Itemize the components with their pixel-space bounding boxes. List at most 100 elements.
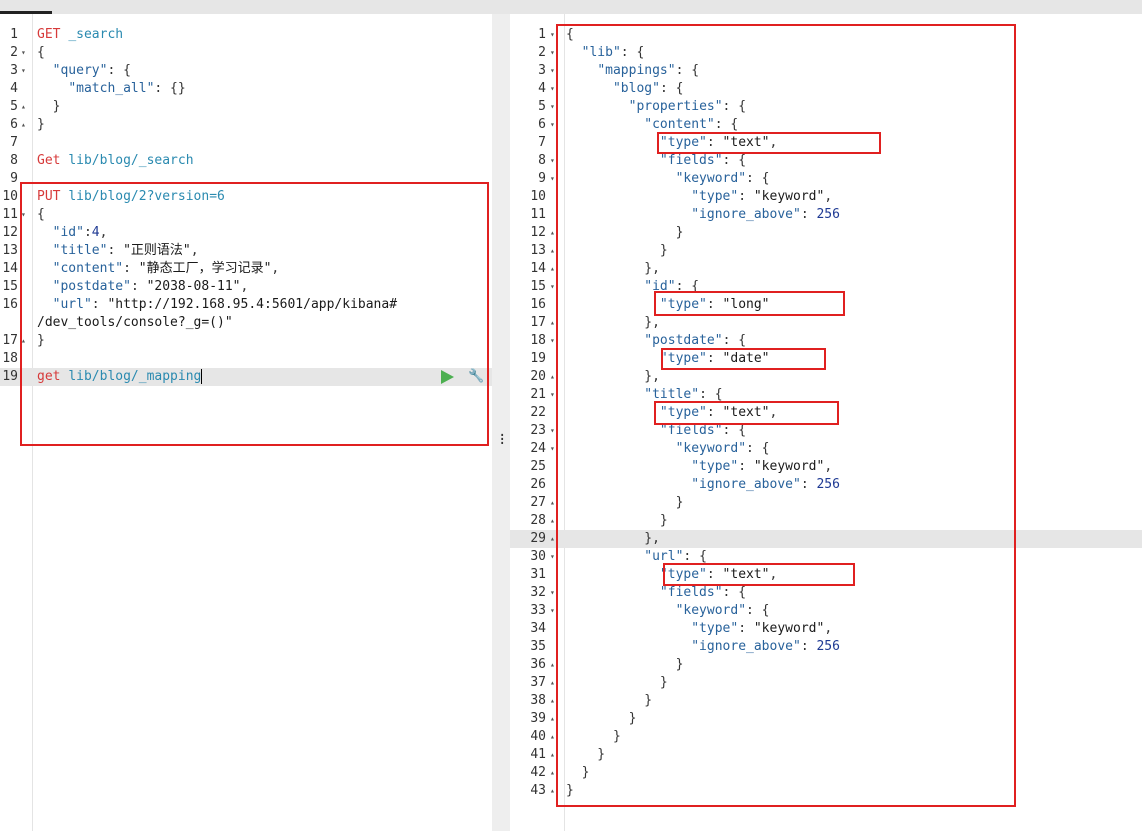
fold-arrow-up-icon[interactable]: ▴ [21, 102, 26, 111]
fold-arrow-down-icon[interactable]: ▾ [550, 84, 555, 93]
fold-arrow-up-icon[interactable]: ▴ [550, 246, 555, 255]
fold-arrow-up-icon[interactable]: ▴ [550, 750, 555, 759]
code-line[interactable]: 7 "type": "text", [510, 134, 1142, 152]
code-line[interactable]: 1▾{ [510, 26, 1142, 44]
code-line[interactable]: 41▴ } [510, 746, 1142, 764]
code-line[interactable]: 13 "title": "正则语法", [0, 242, 492, 260]
fold-arrow-down-icon[interactable]: ▾ [21, 210, 26, 219]
fold-arrow-down-icon[interactable]: ▾ [21, 66, 26, 75]
code-line[interactable]: 8▾ "fields": { [510, 152, 1142, 170]
code-line[interactable]: 30▾ "url": { [510, 548, 1142, 566]
fold-arrow-down-icon[interactable]: ▾ [550, 444, 555, 453]
code-line[interactable]: 32▾ "fields": { [510, 584, 1142, 602]
code-line[interactable]: 4 "match_all": {} [0, 80, 492, 98]
fold-arrow-up-icon[interactable]: ▴ [550, 732, 555, 741]
code-line[interactable]: 24▾ "keyword": { [510, 440, 1142, 458]
fold-arrow-down-icon[interactable]: ▾ [550, 336, 555, 345]
code-line[interactable]: 21▾ "title": { [510, 386, 1142, 404]
code-line[interactable]: 10 "type": "keyword", [510, 188, 1142, 206]
code-line[interactable]: 4▾ "blog": { [510, 80, 1142, 98]
code-line[interactable]: 17▴} [0, 332, 492, 350]
play-icon[interactable] [441, 370, 454, 384]
fold-arrow-down-icon[interactable]: ▾ [21, 48, 26, 57]
code-line[interactable]: 15▾ "id": { [510, 278, 1142, 296]
code-line[interactable]: 11▾{ [0, 206, 492, 224]
code-line[interactable]: 15 "postdate": "2038-08-11", [0, 278, 492, 296]
code-line[interactable]: 31 "type": "text", [510, 566, 1142, 584]
code-line[interactable]: 22 "type": "text", [510, 404, 1142, 422]
code-line[interactable]: 36▴ } [510, 656, 1142, 674]
pane-splitter[interactable]: ··· [492, 14, 510, 831]
code-line[interactable]: 16 "url": "http://192.168.95.4:5601/app/… [0, 296, 492, 332]
fold-arrow-down-icon[interactable]: ▾ [550, 552, 555, 561]
code-line[interactable]: 25 "type": "keyword", [510, 458, 1142, 476]
fold-arrow-down-icon[interactable]: ▾ [550, 30, 555, 39]
fold-arrow-down-icon[interactable]: ▾ [550, 426, 555, 435]
code-line[interactable]: 9 [0, 170, 492, 188]
fold-arrow-up-icon[interactable]: ▴ [550, 534, 555, 543]
code-line[interactable]: 37▴ } [510, 674, 1142, 692]
fold-arrow-up-icon[interactable]: ▴ [21, 120, 26, 129]
code-line[interactable]: 26 "ignore_above": 256 [510, 476, 1142, 494]
fold-arrow-down-icon[interactable]: ▾ [550, 48, 555, 57]
fold-arrow-up-icon[interactable]: ▴ [550, 768, 555, 777]
fold-arrow-up-icon[interactable]: ▴ [550, 786, 555, 795]
code-line[interactable]: 38▴ } [510, 692, 1142, 710]
code-line[interactable]: 5▴ } [0, 98, 492, 116]
code-line[interactable]: 6▾ "content": { [510, 116, 1142, 134]
fold-arrow-up-icon[interactable]: ▴ [550, 318, 555, 327]
fold-arrow-up-icon[interactable]: ▴ [550, 498, 555, 507]
fold-arrow-up-icon[interactable]: ▴ [550, 660, 555, 669]
fold-arrow-down-icon[interactable]: ▾ [550, 606, 555, 615]
fold-arrow-up-icon[interactable]: ▴ [550, 714, 555, 723]
fold-arrow-down-icon[interactable]: ▾ [550, 156, 555, 165]
code-line[interactable]: 19 "type": "date" [510, 350, 1142, 368]
code-line[interactable]: 29▴ }, [510, 530, 1142, 548]
code-line[interactable]: 23▾ "fields": { [510, 422, 1142, 440]
code-line[interactable]: 39▴ } [510, 710, 1142, 728]
fold-arrow-up-icon[interactable]: ▴ [550, 264, 555, 273]
fold-arrow-up-icon[interactable]: ▴ [21, 336, 26, 345]
code-line[interactable]: 7 [0, 134, 492, 152]
fold-arrow-down-icon[interactable]: ▾ [550, 390, 555, 399]
code-line[interactable]: 18▾ "postdate": { [510, 332, 1142, 350]
fold-arrow-down-icon[interactable]: ▾ [550, 120, 555, 129]
code-line[interactable]: 35 "ignore_above": 256 [510, 638, 1142, 656]
fold-arrow-up-icon[interactable]: ▴ [550, 696, 555, 705]
code-line[interactable]: 40▴ } [510, 728, 1142, 746]
code-line[interactable]: 42▴ } [510, 764, 1142, 782]
code-line[interactable]: 11 "ignore_above": 256 [510, 206, 1142, 224]
code-line[interactable]: 27▴ } [510, 494, 1142, 512]
code-line[interactable]: 43▴} [510, 782, 1142, 800]
fold-arrow-up-icon[interactable]: ▴ [550, 678, 555, 687]
fold-arrow-down-icon[interactable]: ▾ [550, 174, 555, 183]
fold-arrow-up-icon[interactable]: ▴ [550, 516, 555, 525]
code-line[interactable]: 5▾ "properties": { [510, 98, 1142, 116]
fold-arrow-up-icon[interactable]: ▴ [550, 228, 555, 237]
code-line[interactable]: 3▾ "mappings": { [510, 62, 1142, 80]
code-line[interactable]: 14▴ }, [510, 260, 1142, 278]
code-line[interactable]: 12 "id":4, [0, 224, 492, 242]
code-line[interactable]: 9▾ "keyword": { [510, 170, 1142, 188]
code-line[interactable]: 2▾{ [0, 44, 492, 62]
drag-handle-icon[interactable]: ··· [498, 428, 507, 452]
fold-arrow-up-icon[interactable]: ▴ [550, 372, 555, 381]
code-line[interactable]: 17▴ }, [510, 314, 1142, 332]
code-line[interactable]: 13▴ } [510, 242, 1142, 260]
fold-arrow-down-icon[interactable]: ▾ [550, 588, 555, 597]
code-line[interactable]: 18 [0, 350, 492, 368]
code-line[interactable]: 6▴} [0, 116, 492, 134]
fold-arrow-down-icon[interactable]: ▾ [550, 66, 555, 75]
code-line[interactable]: 2▾ "lib": { [510, 44, 1142, 62]
code-line[interactable]: 14 "content": "静态工厂，学习记录", [0, 260, 492, 278]
wrench-icon[interactable]: 🔧 [468, 369, 485, 384]
code-line[interactable]: 16 "type": "long" [510, 296, 1142, 314]
code-line[interactable]: 3▾ "query": { [0, 62, 492, 80]
code-line[interactable]: 34 "type": "keyword", [510, 620, 1142, 638]
fold-arrow-down-icon[interactable]: ▾ [550, 282, 555, 291]
